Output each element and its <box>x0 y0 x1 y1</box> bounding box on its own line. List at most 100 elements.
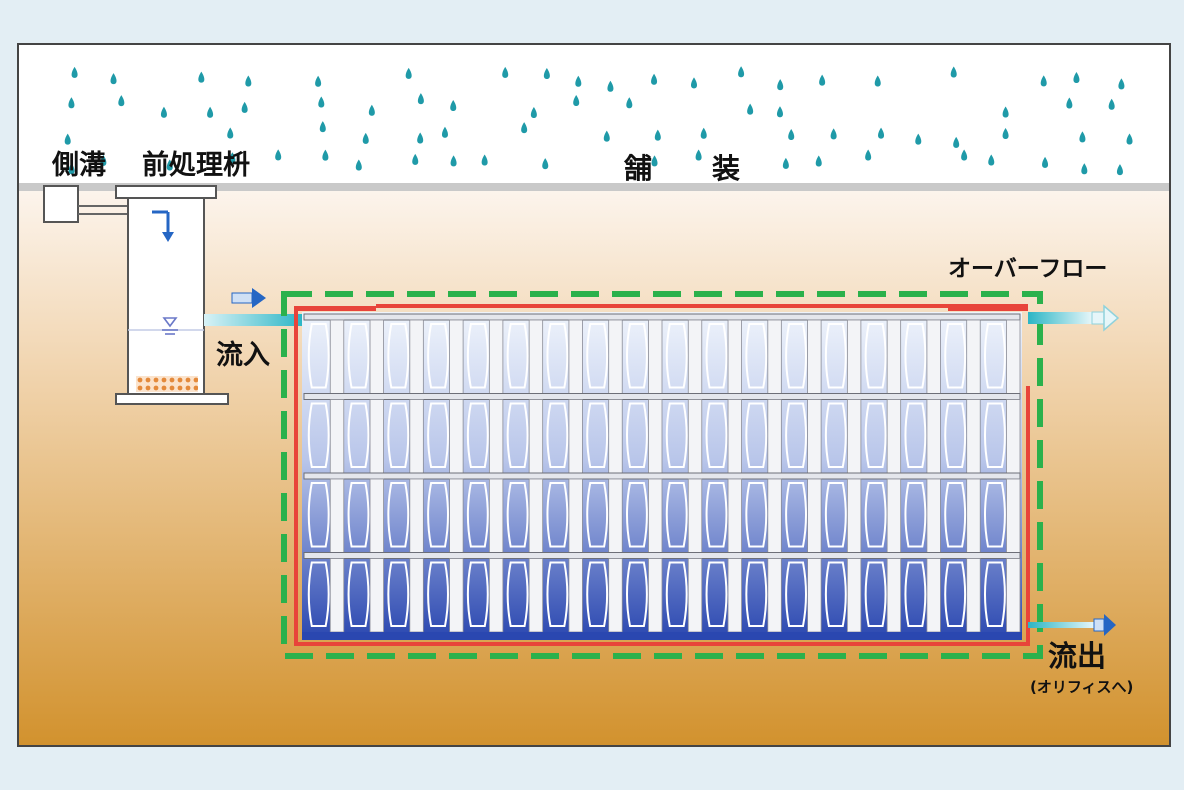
rain-drop <box>1126 133 1133 145</box>
water-level-icon <box>162 317 178 335</box>
rain-drop <box>110 73 117 85</box>
block-cell <box>904 482 927 548</box>
rain-drop <box>1118 78 1125 90</box>
block-pillar <box>687 399 703 474</box>
block-cell <box>307 561 330 627</box>
rain-drop <box>782 157 789 169</box>
block-pillar <box>846 478 862 553</box>
block-cell <box>944 323 967 389</box>
block-pillar <box>409 478 424 553</box>
block-cell <box>546 402 569 468</box>
block-cell <box>705 482 728 548</box>
block-cell <box>705 402 728 468</box>
block-cell <box>904 561 927 627</box>
block-cell <box>466 323 489 389</box>
rain-drop <box>1002 106 1009 118</box>
label-inflow: 流入 <box>216 340 270 371</box>
block-cell <box>506 402 529 468</box>
block-cell <box>427 323 449 389</box>
block-pillar <box>409 558 424 633</box>
rain-drop <box>738 66 745 78</box>
block-pillar <box>767 478 782 553</box>
block-pillar <box>488 319 504 394</box>
geotextile-sheet <box>281 291 1043 659</box>
block-pillar <box>886 399 902 474</box>
rain-drop <box>654 129 661 141</box>
block-pillar <box>488 399 504 474</box>
rain-drop <box>362 132 369 144</box>
block-pillar <box>369 478 384 553</box>
block-cell <box>347 561 370 627</box>
rain-drop <box>405 67 412 79</box>
block-pillar <box>449 558 464 633</box>
block-cell <box>626 323 648 389</box>
block-cell <box>586 482 609 548</box>
block-pillar <box>1006 399 1021 474</box>
inflow-pipe <box>204 314 304 326</box>
rain-drop <box>1042 156 1049 168</box>
block-cell <box>307 323 330 389</box>
rain-drop <box>417 93 424 105</box>
block-cell <box>427 482 449 548</box>
block-pillar <box>648 399 663 474</box>
block-cell <box>824 402 847 468</box>
block-pillar <box>807 558 822 633</box>
rain-drop <box>1002 128 1009 140</box>
rain-drop <box>915 133 922 145</box>
side-ditch <box>43 185 79 223</box>
rain-drop <box>245 75 252 87</box>
block-cell <box>665 323 688 389</box>
block-cell <box>785 402 807 468</box>
rain-drop <box>573 95 580 107</box>
block-pillar <box>926 478 941 553</box>
block-cell <box>626 402 648 468</box>
block-cell <box>745 323 768 389</box>
block-cell <box>387 561 410 627</box>
block-pillar <box>1006 478 1021 553</box>
rain-drop <box>417 132 424 144</box>
block-pillar <box>767 399 782 474</box>
rain-drop <box>100 154 107 166</box>
label-overflow: オーバーフロー <box>948 256 1107 282</box>
rain-drop <box>747 103 754 115</box>
block-cell <box>506 323 529 389</box>
block-pillar <box>926 399 941 474</box>
block-cell <box>307 402 330 468</box>
rain-drop <box>1073 72 1080 84</box>
block-cell <box>785 482 807 548</box>
block-beam <box>303 472 1021 480</box>
rain-drop <box>64 133 71 145</box>
rain-drop <box>815 155 822 167</box>
block-pillar <box>966 399 981 474</box>
block-pillar <box>568 478 583 553</box>
rain-drop <box>450 155 457 167</box>
rain-drop <box>777 79 784 91</box>
block-pillar <box>807 399 822 474</box>
flow-down-arrow-icon <box>152 210 174 242</box>
block-cell <box>347 482 370 548</box>
rain-drop <box>776 106 783 118</box>
rain-drop <box>700 127 707 139</box>
rain-drop <box>819 74 826 86</box>
block-cell <box>665 402 688 468</box>
block-cell <box>427 561 449 627</box>
block-cell <box>586 402 609 468</box>
block-cell <box>347 323 370 389</box>
block-pillar <box>648 558 663 633</box>
block-cell <box>665 561 688 627</box>
rain-drop <box>950 66 957 78</box>
rain-drop <box>241 101 248 113</box>
block-beam <box>303 552 1021 559</box>
rain-drop <box>68 163 75 175</box>
block-pillar <box>608 478 623 553</box>
block-pillar <box>886 319 902 394</box>
block-cell <box>506 561 529 627</box>
rain-drop <box>830 128 837 140</box>
rain-drop <box>626 97 633 109</box>
block-cell <box>785 323 807 389</box>
block-pillar <box>886 478 902 553</box>
block-pillar <box>608 319 623 394</box>
block-pillar <box>727 319 742 394</box>
storage-blocks <box>303 313 1021 633</box>
block-pillar <box>528 319 544 394</box>
